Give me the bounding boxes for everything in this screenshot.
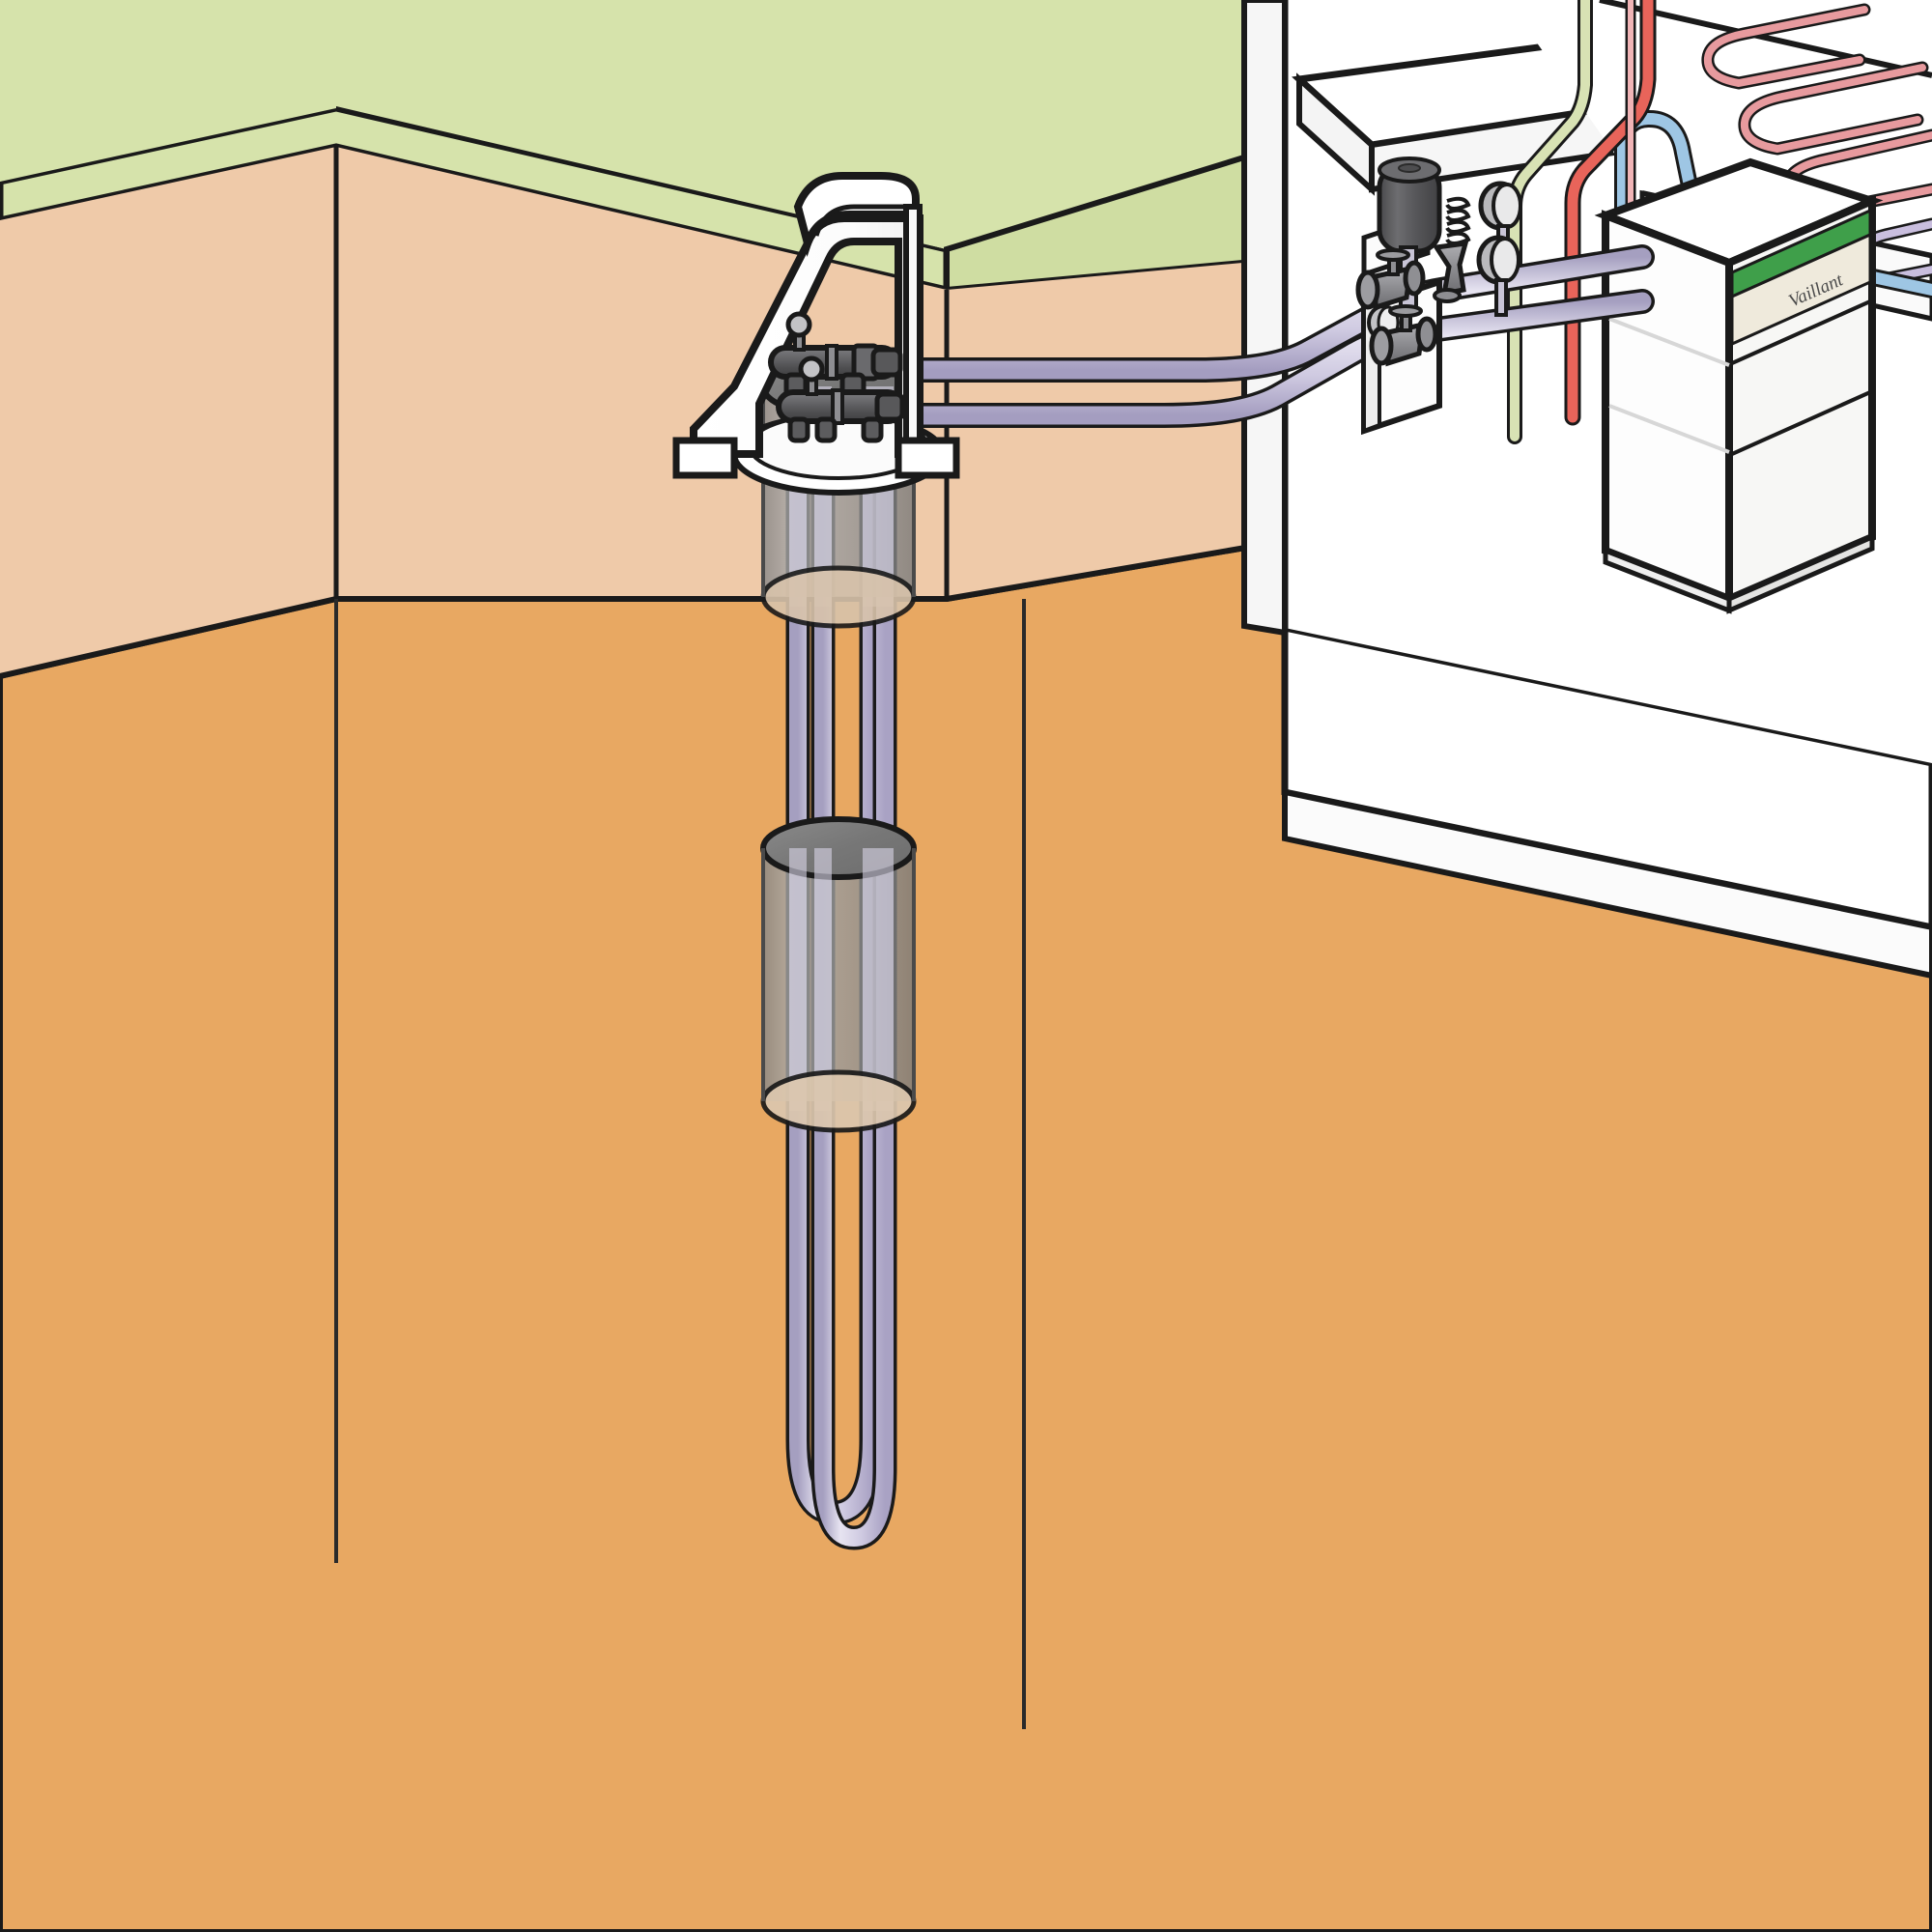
return-drop-2 (814, 416, 838, 443)
header-flow-end-fitting (870, 347, 903, 378)
plantroom-wall-sliver (1241, 0, 1288, 637)
manifold-label: Brine flow and return manifold (10, 103, 215, 120)
u-bend-label: U-bend foot / probe foot (10, 65, 174, 81)
casing-lower (760, 816, 917, 1133)
shutoff-valve-lower[interactable] (1369, 304, 1438, 367)
distribution-label: Underfloor heating distribution (10, 161, 215, 178)
heat-pump-front-face (1602, 210, 1733, 605)
heat-pump-seam-2 (1731, 390, 1871, 456)
casing-upper-bottom-rim (760, 565, 917, 629)
plantroom-floor-edge (1282, 788, 1932, 980)
brine-wall-station[interactable] (1355, 156, 1522, 436)
gauge-lower (1476, 235, 1520, 317)
borehole-label: Vertical borehole with double-U ground l… (10, 26, 310, 43)
ground-label: ground-cutaway (10, 219, 120, 236)
probe-label: Double-U brine probe (10, 45, 157, 62)
shaft-dome-inner-arch (813, 204, 910, 237)
soil-body (0, 147, 1285, 676)
probe-pipes (785, 393, 897, 1550)
heat-pump-seam-4 (1608, 404, 1730, 454)
heat-pump-brand-band (1730, 232, 1872, 347)
heat-pump-base-side (1726, 533, 1875, 614)
return-drop-1 (787, 416, 810, 443)
turf-fill-b (336, 0, 1285, 249)
brine-manifold[interactable] (768, 311, 905, 443)
shutoff-valve-upper[interactable] (1355, 248, 1426, 311)
return-drop-3 (861, 416, 884, 443)
header-return-vent-cap[interactable] (798, 355, 825, 383)
floor-slab-label: Floor slab / screed (10, 181, 137, 197)
turf-fill-a (0, 0, 336, 182)
heat-pump-seam-3 (1608, 317, 1730, 367)
header-return-end-fitting (874, 391, 905, 422)
borehole-shaft-head[interactable] (672, 172, 960, 496)
house-label: Plant room cutaway (10, 200, 146, 216)
heat-pump-label: Ground source heat pump (10, 123, 189, 139)
shaft-flange-left (672, 437, 738, 479)
header-flow-vent-cap[interactable] (785, 311, 812, 338)
shaft-head-label: Inspection shaft with manifold (10, 84, 213, 100)
heat-pump-unit[interactable]: Vaillant (1594, 157, 1884, 614)
heating-flow-pipe (1567, 0, 1654, 423)
shaft-right-wall (903, 204, 923, 459)
diagram-title: Geothermal borehole heat pump system — c… (10, 7, 440, 23)
casing-lower-bottom-rim (760, 1069, 917, 1133)
header-flow (768, 311, 903, 403)
header-return (776, 355, 905, 443)
heat-pump-seam-1 (1731, 299, 1871, 365)
shaft-flange-right (895, 437, 960, 479)
probe-u-inner (814, 397, 894, 1548)
soil-floor-edge (0, 538, 1286, 679)
safety-valve[interactable] (1432, 196, 1471, 303)
wall-station-label: Brine wall mounting station (10, 142, 194, 158)
